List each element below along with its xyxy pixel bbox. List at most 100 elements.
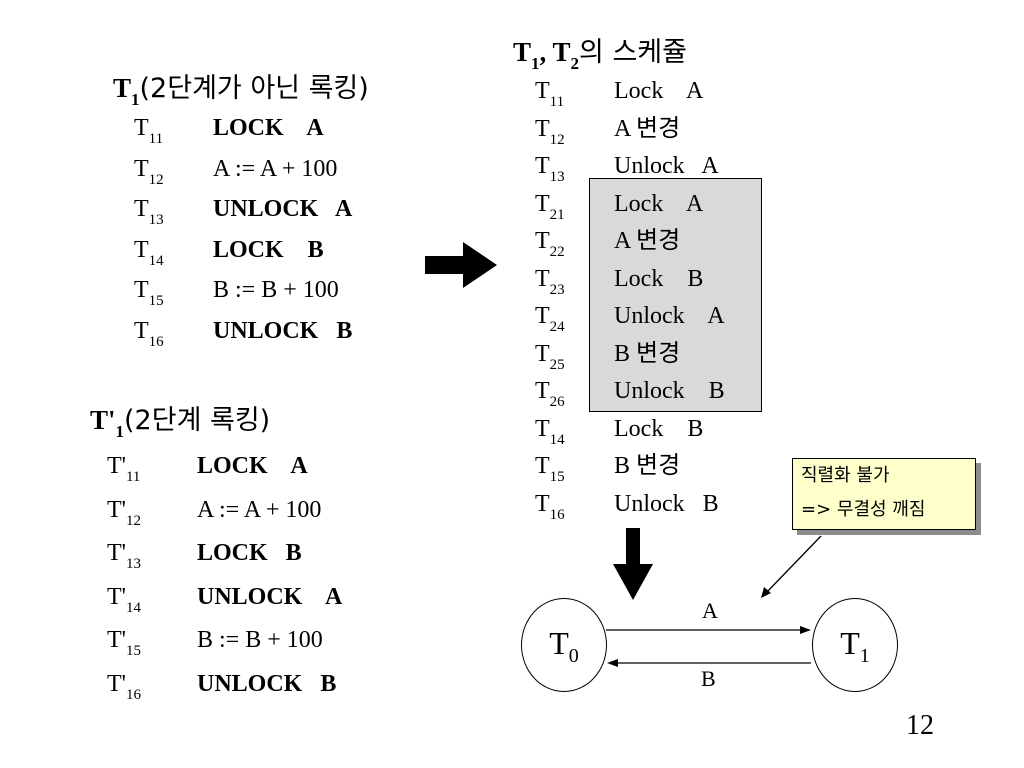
step-label-main: T [535,340,550,367]
step-label-main: T [535,265,550,292]
step-label-sub: 16 [549,506,565,523]
schedule-title: T1, T2의 스케쥴 [513,37,687,73]
step-operation: UNLOCK B [197,670,337,697]
step-label-main: T [535,78,550,104]
step-label-main: T' [107,496,126,523]
step-label-sub: 14 [125,599,141,616]
step-label: T'11 [107,451,140,485]
edge-t0-to-t1-arrowhead [800,626,811,634]
step-operation: A 변경 [614,115,681,142]
graph-edges [606,626,811,667]
step-operation: A := A + 100 [213,155,338,182]
step-label: T11 [535,76,565,110]
step-operation: A 변경 [614,228,681,254]
callout-line-1: 직렬화 불가 [801,465,890,486]
step-label-main: T [134,236,149,263]
arrow-down-icon [613,528,653,600]
step-label: T'16 [107,669,141,703]
step-label-sub: 23 [549,281,565,298]
step-label-sub: 11 [148,131,164,147]
step-operation: Lock B [614,265,704,292]
left-top-title: T1(2단계가 아닌 록킹) [113,73,369,109]
step-label-main: T [535,153,550,179]
step-operation: LOCK B [213,236,324,263]
step-label-main: T [134,115,149,141]
step-label-main: T [134,317,149,344]
step-label: T'14 [107,582,141,616]
step-operation: B := B + 100 [213,277,339,303]
left-top-row: T11 LOCK A [134,113,434,149]
step-label-sub: 12 [148,171,164,188]
step-label: T11 [134,113,164,147]
step-label: T12 [535,114,565,148]
step-label-main: T [535,303,550,329]
step-label-main: T [535,228,550,254]
step-label-sub: 16 [125,686,141,703]
step-label-main: T' [107,583,126,610]
step-label-sub: 21 [549,206,565,223]
step-operation: Lock A [614,190,704,217]
schedule-row: T26 Unlock B [535,376,775,414]
graph-node-t1: T1 [812,598,898,692]
step-label: T24 [535,301,565,335]
step-label-sub: 15 [125,643,141,659]
callout-line-2: => 무결성 깨짐 [801,499,926,520]
step-operation: Lock A [614,78,704,104]
step-operation: UNLOCK A [197,583,343,610]
step-label-sub: 11 [549,94,565,110]
step-label-main: T [535,453,550,479]
step-operation: LOCK A [213,115,324,141]
step-label-main: T' [107,670,126,697]
schedule-row: T21 Lock A [535,189,775,227]
arrow-right-icon [425,242,497,288]
step-operation: Unlock B [614,490,719,517]
left-bottom-row: T'13 LOCK B [107,538,407,574]
step-label: T13 [535,151,565,185]
step-operation: B 변경 [614,453,681,479]
step-operation: Lock B [614,415,704,442]
step-operation: LOCK B [197,540,302,566]
step-operation: Unlock A [614,303,725,329]
edge-t1-to-t0-arrowhead [607,659,618,667]
step-label-main: T [535,378,550,404]
step-operation: LOCK A [197,453,308,479]
step-label-main: T [134,277,149,303]
step-label-main: T' [107,540,126,566]
step-label-sub: 14 [148,252,164,269]
step-label-sub: 15 [148,293,164,309]
left-bottom-row: T'16 UNLOCK B [107,669,407,705]
step-label-sub: 13 [549,169,565,185]
step-label: T15 [134,275,164,309]
step-label: T16 [134,316,164,350]
step-label-main: T [535,115,550,142]
callout-box: 직렬화 불가 => 무결성 깨짐 [792,458,976,530]
step-operation: A := A + 100 [197,496,322,523]
step-label: T13 [134,194,164,228]
step-label-sub: 13 [148,212,164,228]
left-top-row: T16 UNLOCK B [134,316,434,352]
step-label-main: T [535,190,550,217]
step-operation: Unlock B [614,378,725,404]
step-label-sub: 13 [125,556,141,572]
step-label-sub: 16 [148,333,164,350]
left-bottom-title: T'1(2단계 록킹) [90,405,271,441]
step-label-sub: 15 [549,469,565,485]
left-top-row: T14 LOCK B [134,235,434,271]
step-operation: UNLOCK A [213,196,353,222]
step-label-sub: 24 [549,319,565,335]
step-label-sub: 25 [549,356,565,373]
step-label: T26 [535,376,565,410]
step-label: T14 [535,414,565,448]
step-label-sub: 14 [549,431,565,448]
schedule-row: T15 B 변경 [535,451,775,489]
step-operation: UNLOCK B [213,317,353,344]
